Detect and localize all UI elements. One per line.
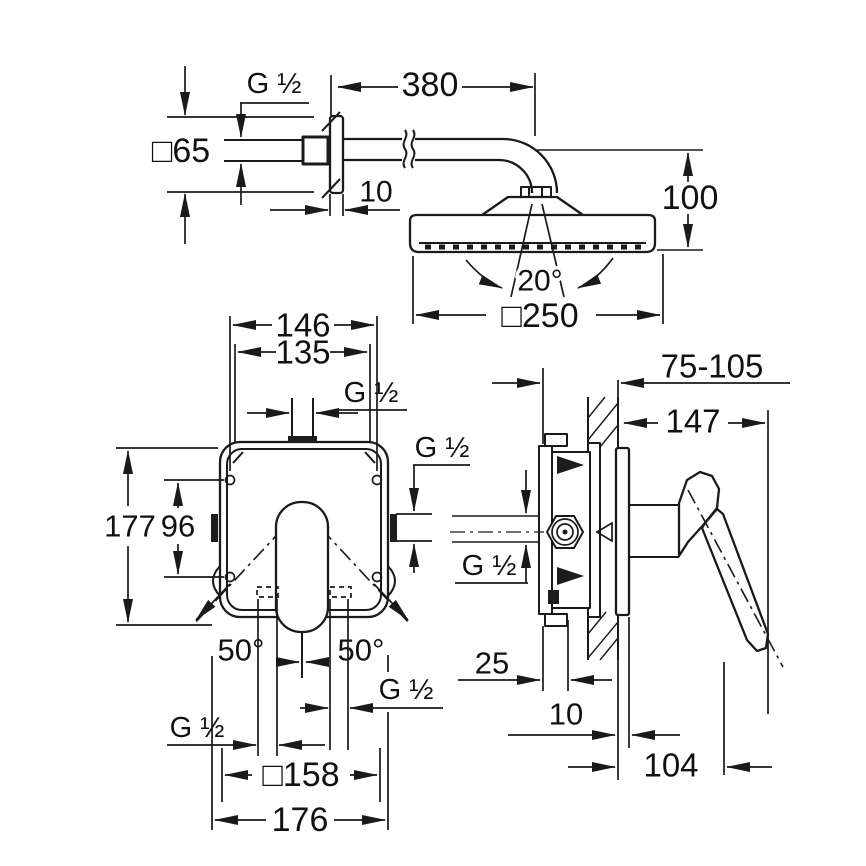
inlet-thread-label: G ½: [462, 550, 517, 582]
rough-in-valve-body: [450, 433, 613, 627]
head-height-label: 100: [662, 179, 719, 217]
dimension-overall-width: 176: [214, 801, 386, 839]
dimension-handle-depth: 104: [568, 662, 772, 784]
front-view: 146 135 G ½ G ½: [104, 307, 470, 839]
flange-depth-label: 10: [359, 176, 392, 209]
shower-head: [408, 195, 657, 254]
lever-handle: [677, 470, 784, 668]
dimension-head-size: □250: [412, 254, 664, 335]
dimension-spray-angle: 20°: [465, 203, 614, 301]
dimension-plate-gap: 10: [508, 617, 680, 780]
escutcheon-size-label: □65: [152, 132, 210, 170]
dimension-bottom-right-outlet: G ½: [300, 674, 443, 713]
arm-length-label: 380: [402, 66, 459, 104]
right-side-port: [390, 514, 397, 542]
plate-gap-label: 10: [549, 697, 583, 732]
top-outlet-label: G ½: [344, 377, 399, 409]
dimension-hole-spacing-h: 146: [229, 307, 378, 471]
overall-height-label: 177: [104, 509, 156, 544]
nozzle-row: [425, 244, 641, 250]
head-size-label: □250: [501, 297, 578, 335]
escutcheon-side: [614, 446, 680, 617]
dimension-box-width: 135: [234, 334, 371, 442]
bottom-left-outlet-label: G ½: [170, 712, 225, 744]
top-view: □65 G ½ 380 10: [152, 66, 719, 335]
bottom-extension-lines: [211, 599, 389, 830]
side-view: 75-105 147 G ½ 25: [450, 348, 790, 784]
hole-spacing-h-label: 146: [275, 307, 330, 344]
box-width-label: 135: [275, 334, 330, 371]
thread-top-label: G ½: [247, 68, 302, 100]
spray-angle-label: 20°: [517, 265, 562, 298]
handle-projection-label: 147: [665, 403, 720, 440]
wall-flange: [224, 111, 345, 199]
dimension-overall-height: 177: [104, 447, 218, 626]
right-outlet-label: G ½: [415, 432, 470, 464]
dimension-inlet-thread: G ½: [455, 470, 531, 584]
dimension-handle-projection: 147: [623, 403, 769, 714]
swing-left-label: 50°: [218, 633, 265, 668]
dimension-thread-top: G ½: [236, 68, 309, 205]
hole-spacing-v-label: 96: [161, 509, 195, 544]
dimension-arm-length: 380: [330, 66, 536, 136]
mixer-handle: [274, 500, 330, 678]
dimension-flange-depth: 10: [270, 176, 400, 216]
handle-depth-label: 104: [643, 747, 698, 784]
plate-size-label: □158: [262, 756, 339, 794]
bottom-right-outlet-label: G ½: [379, 674, 434, 706]
wall-section: [587, 396, 619, 661]
top-outlet-stub: [288, 398, 317, 443]
handle-swing-lines: [192, 507, 412, 626]
template-marker: [595, 521, 613, 543]
dimension-install-depth: 75-105: [492, 348, 790, 444]
screw-holes: [224, 474, 383, 583]
dimension-bottom-left-outlet: G ½: [167, 712, 325, 750]
overall-width-label: 176: [272, 801, 329, 839]
left-side-port: [211, 514, 218, 542]
min-depth-label: 25: [475, 646, 509, 681]
dimension-right-outlet: G ½: [396, 432, 470, 573]
dimension-top-outlet: G ½: [247, 377, 407, 418]
dimension-plate-size: □158: [224, 756, 378, 794]
swing-right-label: 50°: [338, 633, 385, 668]
dimension-min-depth: 25: [458, 620, 612, 691]
dimension-head-height: 100: [537, 149, 719, 251]
install-depth-label: 75-105: [661, 348, 764, 385]
hidden-bottom-ports: [256, 586, 352, 598]
dimension-hole-spacing-v: 96: [161, 479, 224, 578]
